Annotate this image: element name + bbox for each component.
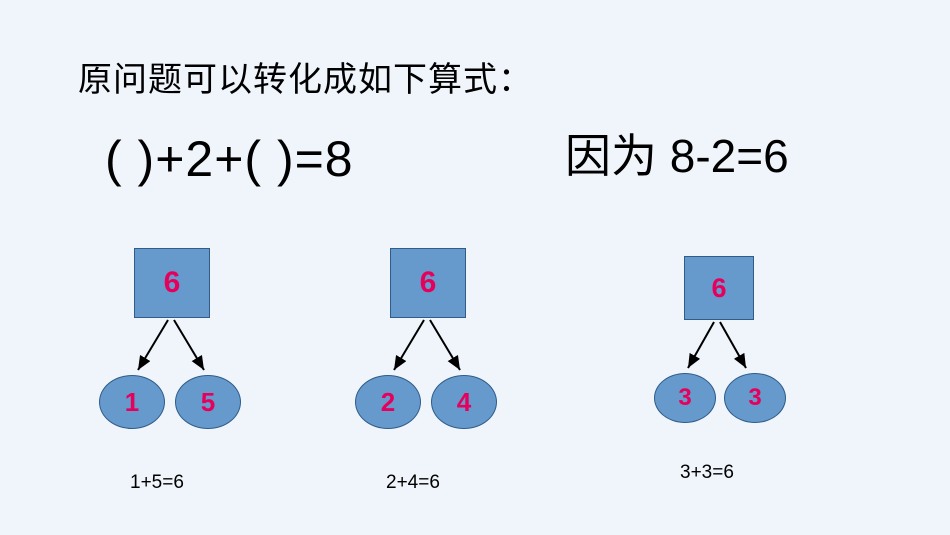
caption-2: 2+4=6 <box>386 472 440 493</box>
diagram-decomposition-1-5: 6 1 5 1+5=6 <box>96 248 326 498</box>
node-right-child-1: 5 <box>175 375 241 429</box>
node-left-child-1: 1 <box>99 375 165 429</box>
node-right-child-2: 4 <box>431 375 497 429</box>
caption-3: 3+3=6 <box>680 462 734 483</box>
node-right-child-3: 3 <box>724 373 786 423</box>
equation-text: ( )+2+( )=8 <box>105 131 354 187</box>
arrow-connectors-2 <box>393 319 461 371</box>
diagram-decomposition-2-4: 6 2 4 2+4=6 <box>352 248 582 498</box>
node-left-child-3: 3 <box>654 373 716 423</box>
page-title: 原问题可以转化成如下算式： <box>78 61 533 99</box>
node-left-child-2: 2 <box>355 375 421 429</box>
node-top-1: 6 <box>134 248 210 318</box>
arrow-connectors-3 <box>687 321 747 369</box>
node-top-2: 6 <box>390 248 466 318</box>
reason-text: 因为 8-2=6 <box>565 130 789 182</box>
node-top-3: 6 <box>684 256 754 320</box>
arrow-connectors-1 <box>137 319 205 371</box>
diagram-decomposition-3-3: 6 3 3 3+3=6 <box>650 256 870 496</box>
caption-1: 1+5=6 <box>130 472 184 493</box>
